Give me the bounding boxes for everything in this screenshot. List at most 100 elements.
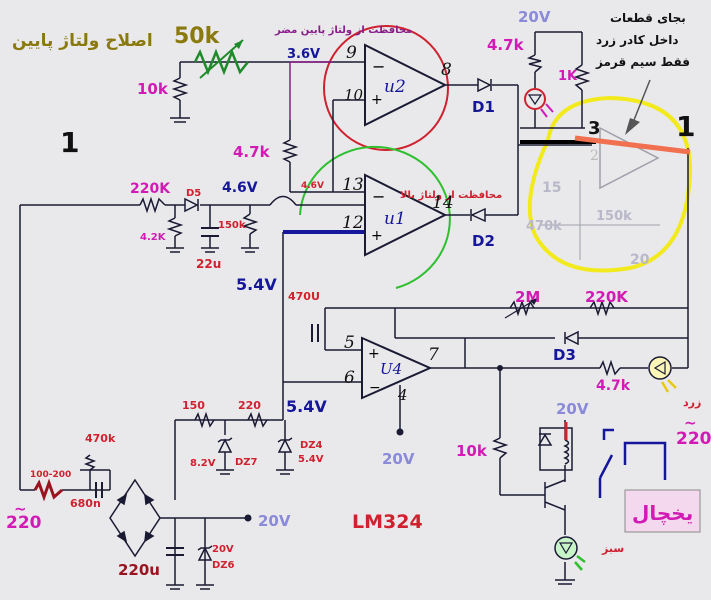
- pin-6: 6: [344, 368, 355, 388]
- lbl-470k-ghost: 470k: [526, 219, 562, 234]
- svg-text:−: −: [372, 187, 385, 206]
- pin-10: 10: [344, 86, 364, 104]
- resistor-4k7-mid: [281, 139, 299, 163]
- resistor-10k: [171, 77, 189, 101]
- zener-dz6: [197, 545, 213, 561]
- resistor-100-200: [33, 478, 63, 502]
- pot-value-label: 50k: [174, 24, 221, 49]
- ground-symbols: [166, 247, 294, 590]
- v-5-4-low: 5.4V: [286, 397, 327, 416]
- capacitors: [95, 227, 319, 556]
- lbl-d2: D2: [472, 232, 495, 250]
- diode-d5: [184, 197, 199, 213]
- high-voltage-circle: [299, 145, 451, 289]
- svg-text:+: +: [371, 228, 383, 244]
- pin-13: 13: [342, 175, 364, 195]
- lbl-15-ghost: 15: [542, 180, 561, 196]
- lbl-d5: D5: [186, 188, 201, 199]
- lbl-22u: 22u: [196, 257, 221, 271]
- resistor-220k-left: [139, 196, 166, 214]
- v-20-u4: 20V: [382, 450, 415, 468]
- resistor-2m: [509, 299, 535, 317]
- v-4-6: 4.6V: [222, 180, 258, 196]
- cap-470u: [311, 324, 319, 342]
- mark-3: 3: [588, 118, 601, 139]
- diode-d1: [477, 77, 492, 93]
- svg-text:−: −: [372, 57, 385, 76]
- lbl-1k: 1K: [558, 69, 578, 84]
- lbl-100-200: 100-200: [30, 470, 71, 480]
- v-20-dz6: 20V: [212, 544, 234, 555]
- opamp-u1: − + u1: [364, 173, 448, 257]
- u1-label: u1: [384, 209, 406, 229]
- resistor-4k2: [166, 217, 184, 237]
- note-line-1: بجای قطعات: [610, 11, 686, 25]
- fridge-label: یخچال: [632, 501, 693, 526]
- zener-dz7: [217, 437, 233, 453]
- resistors: [83, 54, 621, 471]
- v-20-top: 20V: [518, 8, 551, 26]
- opamp-u2: − + u2: [364, 43, 448, 127]
- v-3-6: 3.6V: [287, 47, 320, 62]
- svg-text:+: +: [368, 346, 380, 362]
- pin-5: 5: [344, 333, 355, 353]
- pin-4: 4: [397, 386, 408, 404]
- lbl-10k-base: 10k: [456, 442, 488, 460]
- red-replacement-wire: [574, 135, 691, 155]
- bridge-rectifier: [109, 478, 161, 558]
- ac-label-left: 220: [6, 513, 42, 533]
- lbl-4k7-top: 4.7k: [487, 36, 525, 54]
- u4-label: U4: [380, 360, 402, 378]
- v-4-6-small: 4.6V: [301, 181, 324, 191]
- note-line-3: فقط سیم قرمز: [595, 55, 690, 69]
- lbl-4k2: 4.2K: [140, 232, 167, 243]
- ic-label: LM324: [352, 511, 423, 533]
- led-red: [524, 88, 554, 118]
- cap-22u: [201, 227, 219, 237]
- lbl-150k-ghost: 150k: [596, 209, 632, 224]
- note-line-2: داخل کادر زرد: [596, 33, 679, 47]
- v-5-4-mid: 5.4V: [236, 275, 277, 294]
- lbl-dz4: DZ4: [300, 440, 323, 451]
- resistor-220: [247, 411, 268, 429]
- led-green: [554, 536, 586, 571]
- lbl-d3: D3: [553, 346, 576, 364]
- transistor: [544, 479, 566, 511]
- pin-2-ghost: 2: [590, 148, 599, 164]
- fridge-box: [624, 489, 701, 533]
- yellow-region-outline: [527, 95, 693, 273]
- pin-8: 8: [441, 60, 452, 80]
- u2-label: u2: [384, 77, 406, 97]
- ac-label-right: 220: [676, 429, 711, 449]
- diodes: [184, 77, 579, 561]
- lbl-20-ghost: 20: [630, 252, 650, 268]
- svg-text:−: −: [369, 380, 381, 396]
- cap-220u: [166, 547, 184, 556]
- lbl-dz7: DZ7: [235, 457, 258, 468]
- resistor-4k7-u4: [599, 359, 621, 377]
- note-arrow: [631, 79, 651, 126]
- cap-680n: [95, 482, 103, 498]
- v-20-supply: 20V: [258, 512, 291, 530]
- lbl-220: 220: [238, 399, 261, 412]
- low-voltage-circle: [323, 25, 449, 151]
- resistor-470k: [83, 454, 97, 471]
- lbl-220k-left: 220K: [130, 181, 171, 197]
- lbl-470k: 470k: [85, 432, 116, 445]
- lbl-d1: D1: [472, 98, 495, 116]
- relay-diode: [537, 433, 553, 446]
- lbl-470u: 470U: [288, 290, 320, 303]
- lbl-dz6: DZ6: [212, 560, 235, 571]
- v-8-2: 8.2V: [190, 458, 216, 469]
- pot-wiper: [199, 39, 244, 79]
- lbl-2m: 2M: [515, 288, 540, 306]
- ac-tilde-right: ~: [684, 414, 697, 432]
- relay-coil: [539, 427, 573, 471]
- lbl-4k7-u4: 4.7k: [596, 378, 631, 394]
- diode-d3: [564, 330, 579, 346]
- lbl-10k: 10k: [137, 80, 169, 98]
- resistor-1k: [573, 64, 591, 91]
- lbl-220k-right: 220K: [585, 288, 629, 306]
